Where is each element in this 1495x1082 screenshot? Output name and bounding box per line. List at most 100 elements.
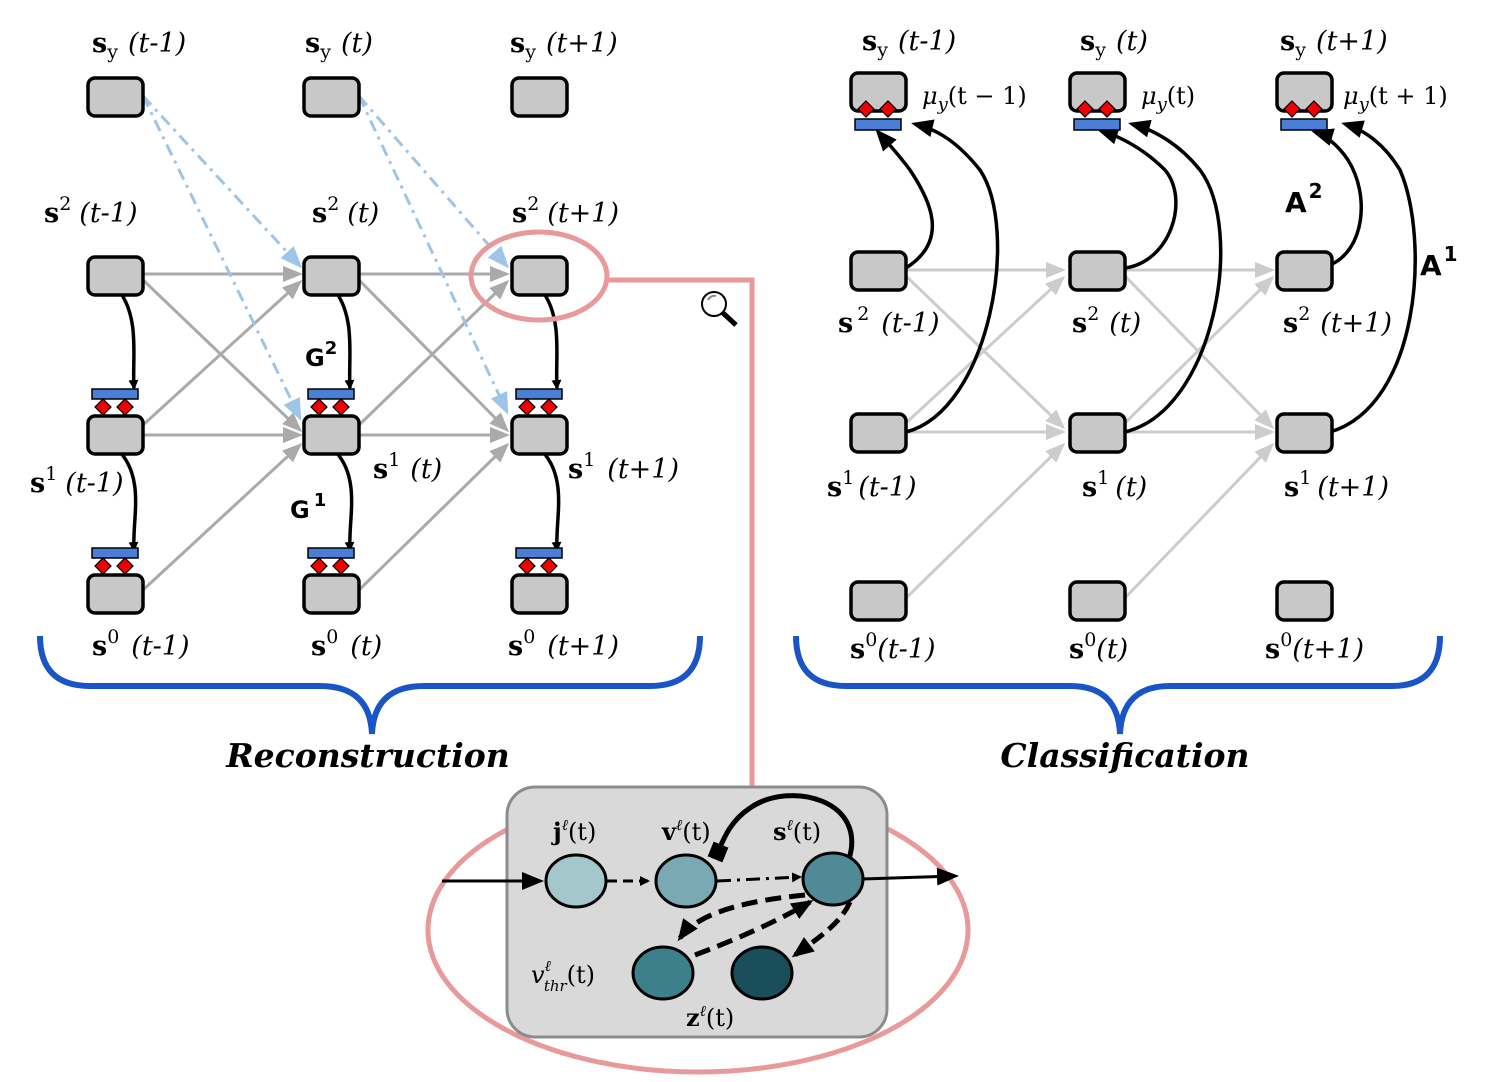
- cls-label-sy-col2: sy(t): [1080, 26, 1148, 61]
- reconstruction-title: Reconstruction: [225, 736, 510, 775]
- edge: [141, 95, 302, 421]
- neuron-label-j: jℓ(t): [551, 816, 596, 846]
- edge: [118, 290, 139, 390]
- classification-title: Classification: [1000, 736, 1249, 775]
- cls-node-s0-t: [1068, 580, 1127, 622]
- classification-brace: [793, 635, 1443, 735]
- synapse-marker: [1073, 100, 1121, 131]
- neuron-label-z: zℓ(t): [686, 1002, 734, 1032]
- label-matrix-g2: G2: [305, 338, 337, 372]
- cls-label-sy-col1: sy(t-1): [862, 26, 956, 61]
- cls-node-s1-t-plus-1: [1275, 412, 1334, 454]
- edge: [1123, 442, 1275, 600]
- node-sy-t: [302, 76, 361, 118]
- reconstruction-synapse-markers: [91, 388, 563, 575]
- reconstruction-brace: [37, 635, 703, 735]
- cls-label-mu-col1: μy(t − 1): [922, 82, 1027, 115]
- edge: [541, 450, 562, 552]
- node-s2-t: [302, 255, 361, 297]
- edge: [541, 290, 562, 390]
- cls-label-sy-col3: sy(t+1): [1280, 26, 1388, 61]
- classification-panel: sy(t-1) sy(t) sy(t+1) μy(t − 1) μy(t) μy…: [793, 26, 1458, 775]
- cls-label-s1-col2: s1(t): [1082, 467, 1147, 503]
- cls-node-s0-t-plus-1: [1275, 580, 1334, 622]
- edge: [1124, 119, 1223, 434]
- node-s2-t-minus-1: [86, 255, 145, 297]
- neuron-label-s: sℓ(t): [773, 816, 821, 846]
- edge: [904, 442, 1066, 600]
- label-s0-col3: s0(t+1): [508, 626, 619, 662]
- edge: [905, 119, 1000, 434]
- reconstruction-generative-edges: [118, 290, 562, 552]
- edge: [118, 450, 139, 552]
- neuron-v-to-s: [716, 872, 802, 883]
- label-s0-col1: s0(t-1): [92, 626, 190, 662]
- label-s0-col2: s0(t): [311, 626, 382, 662]
- edge: [1329, 120, 1417, 434]
- classification-readout-edges: [875, 119, 1417, 434]
- cls-node-s1-t-minus-1: [849, 412, 908, 454]
- edge: [141, 442, 303, 592]
- neuron-s-to-z: [791, 900, 853, 958]
- edge: [334, 450, 355, 552]
- cls-node-sy-t: [1068, 71, 1127, 113]
- node-sy-t-minus-1: [86, 76, 145, 118]
- synapse-marker: [307, 388, 355, 416]
- cls-label-s0-col2: s0(t): [1069, 629, 1128, 665]
- cls-node-s1-t: [1068, 412, 1127, 454]
- reconstruction-nodes: [86, 76, 569, 615]
- cls-node-s0-t-minus-1: [849, 580, 908, 622]
- edge: [904, 275, 1066, 425]
- cls-node-s2-t-plus-1: [1275, 250, 1334, 292]
- cls-node-sy-t-minus-1: [849, 71, 908, 113]
- cls-label-s1-col3: s1(t+1): [1284, 467, 1389, 503]
- cls-node-sy-t-plus-1: [1275, 71, 1334, 113]
- label-s2-col1: s2(t-1): [44, 193, 138, 229]
- edge: [1096, 127, 1178, 270]
- neuron-reset-loop: [707, 793, 855, 863]
- label-s2-col3: s2(t+1): [512, 193, 619, 229]
- reconstruction-labels: sy(t-1) sy(t) sy(t+1) s2(t-1) s2(t) s2(t…: [30, 28, 679, 662]
- edge: [1123, 275, 1275, 425]
- label-sy-col2: sy(t): [305, 28, 373, 63]
- label-sy-col3: sy(t+1): [510, 28, 618, 63]
- neuron-node-z: [730, 945, 794, 1001]
- synapse-marker: [854, 100, 902, 131]
- cls-label-s2-col3: s2(t+1): [1283, 303, 1392, 339]
- cls-label-s0-col3: s0(t+1): [1265, 629, 1364, 665]
- synapse-marker: [307, 547, 355, 575]
- zoom-connector: [607, 277, 755, 792]
- label-s1-col1: s1(t-1): [30, 463, 124, 499]
- node-s0-t: [302, 573, 361, 615]
- synapse-marker: [1280, 100, 1328, 131]
- cls-label-s2-col2: s2(t): [1072, 303, 1141, 339]
- node-s1-t-plus-1: [510, 414, 569, 456]
- synapse-marker: [515, 547, 563, 575]
- node-s0-t-plus-1: [510, 573, 569, 615]
- neuron-vthr-to-s: [694, 899, 814, 958]
- cls-node-s2-t: [1068, 250, 1127, 292]
- reconstruction-panel: sy(t-1) sy(t) sy(t+1) s2(t-1) s2(t) s2(t…: [30, 28, 703, 775]
- neuron-node-v: [654, 853, 718, 909]
- label-sy-col1: sy(t-1): [92, 28, 186, 63]
- reconstruction-forward-edges: [141, 266, 510, 592]
- node-s2-t-plus-1: [510, 255, 569, 297]
- edge: [141, 94, 303, 269]
- node-s0-t-minus-1: [86, 573, 145, 615]
- neuron-node-s: [801, 851, 865, 907]
- neuron-label-v: vℓ(t): [661, 816, 711, 846]
- cls-node-s2-t-minus-1: [849, 250, 908, 292]
- cls-label-mu-col3: μy(t + 1): [1343, 82, 1448, 115]
- node-s1-t-minus-1: [86, 414, 145, 456]
- cls-label-s1-col1: s1(t-1): [827, 467, 917, 503]
- zoom-source-ring: [468, 229, 610, 323]
- cls-label-mu-col2: μy(t): [1141, 82, 1195, 115]
- neuron-node-j: [544, 853, 608, 909]
- edge: [357, 95, 509, 415]
